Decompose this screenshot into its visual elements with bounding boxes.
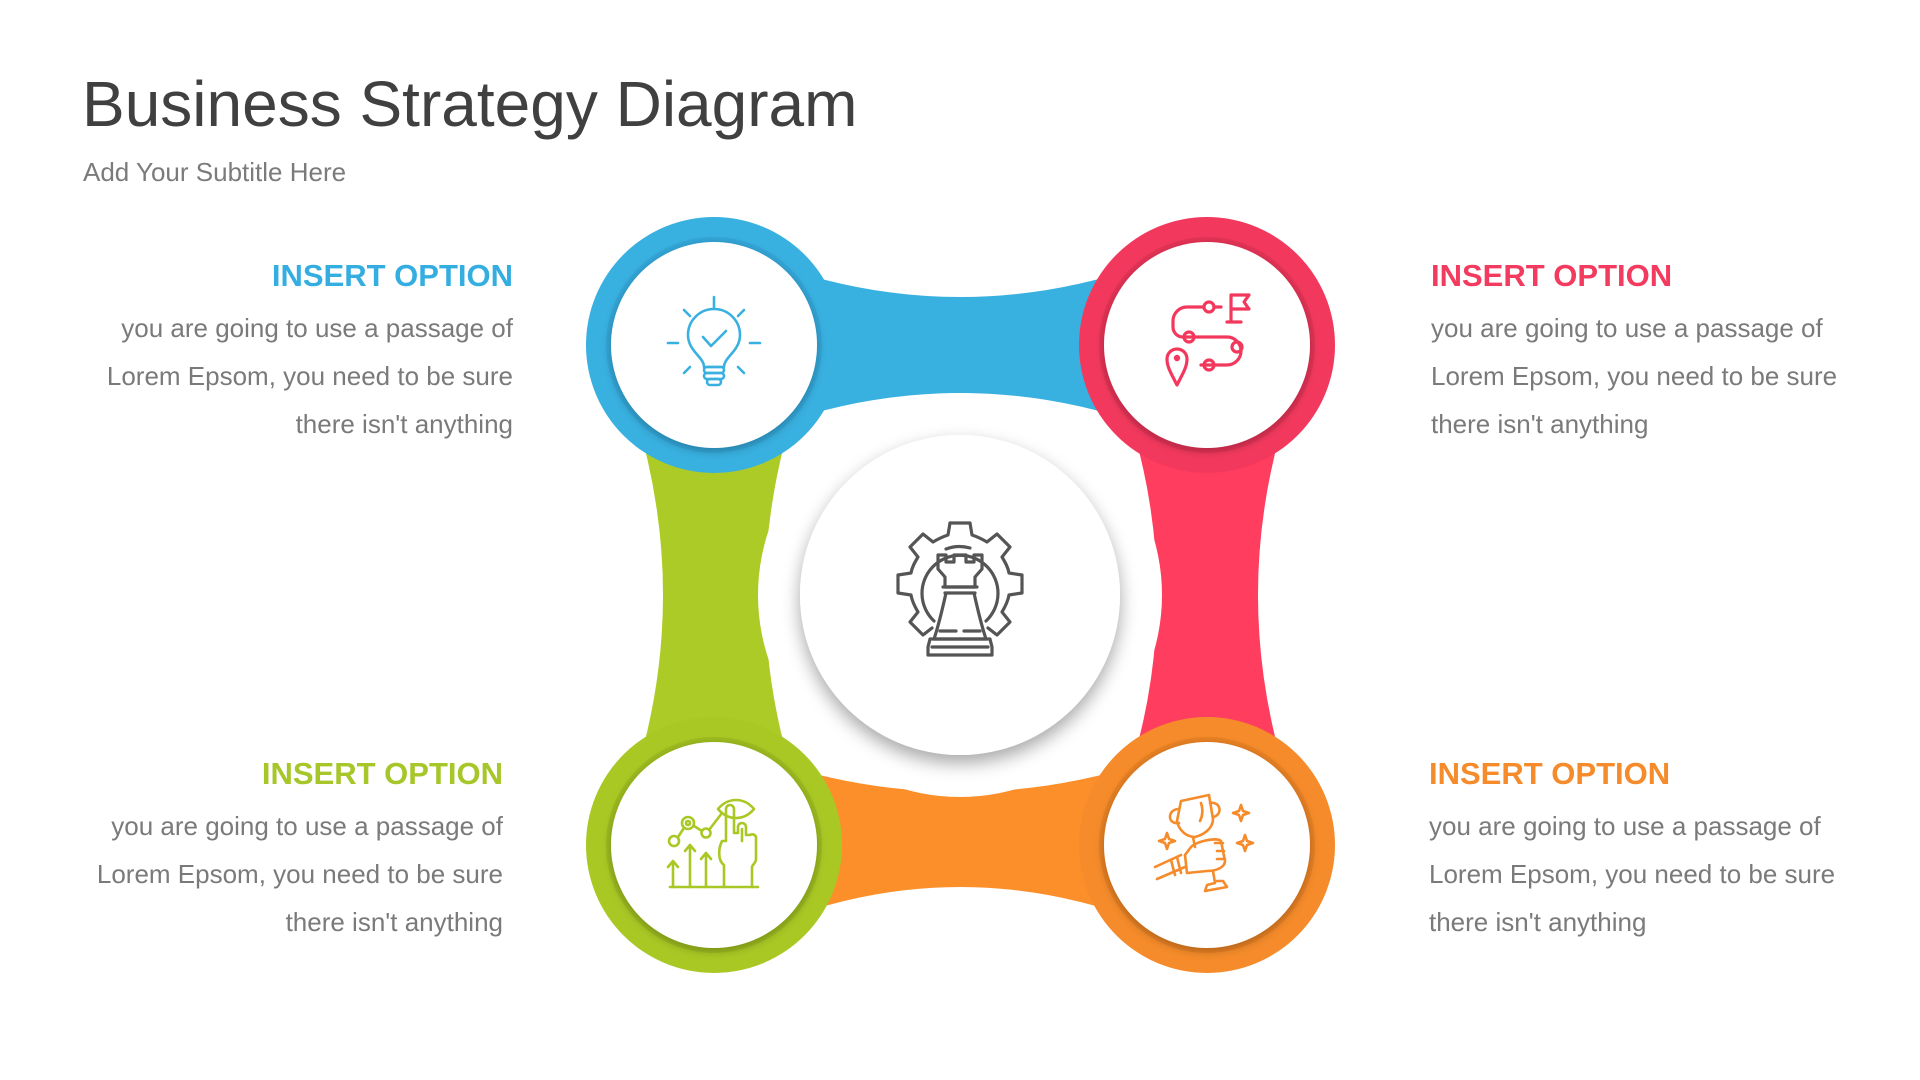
ring-bottom-right	[1079, 717, 1335, 973]
center-circle	[800, 435, 1120, 755]
option-text-line: you are going to use a passage of	[1429, 811, 1821, 841]
option-text-line: Lorem Epsom, you need to be sure	[96, 859, 503, 889]
option-text-line: you are going to use a passage of	[121, 313, 513, 343]
trophy-hand-icon	[1153, 793, 1255, 893]
option-text-line: there isn't anything	[1429, 907, 1647, 937]
route-map-flag-icon	[1165, 293, 1251, 387]
option-text-line: there isn't anything	[1431, 409, 1649, 439]
option-text-line: Lorem Epsom, you need to be sure	[1431, 361, 1838, 391]
option-heading: INSERT OPTION	[271, 258, 513, 293]
connector-band-right	[1103, 345, 1311, 845]
connector-band-top	[714, 240, 1207, 450]
ring-top-right	[1079, 217, 1335, 473]
option-text-line: you are going to use a passage of	[111, 811, 503, 841]
ring-bottom-left	[586, 717, 842, 973]
option-text-line: Lorem Epsom, you need to be sure	[1429, 859, 1836, 889]
lightbulb-check-icon	[666, 295, 762, 387]
slide-title: Business Strategy Diagram	[82, 68, 858, 140]
option-block-bottom-right: INSERT OPTION you are going to use a pas…	[1429, 754, 1889, 946]
option-text-line: there isn't anything	[295, 409, 513, 439]
option-text-line: you are going to use a passage of	[1431, 313, 1823, 343]
connector-band-bottom	[714, 740, 1207, 950]
option-heading: INSERT OPTION	[1429, 756, 1671, 791]
option-text-line: there isn't anything	[285, 907, 503, 937]
growth-chart-hand-eye-icon	[666, 798, 760, 889]
connector-band-left	[610, 345, 818, 845]
option-text-line: Lorem Epsom, you need to be sure	[106, 361, 513, 391]
option-block-top-left: INSERT OPTION you are going to use a pas…	[53, 256, 513, 448]
slide-subtitle: Add Your Subtitle Here	[83, 157, 347, 187]
ring-top-left	[586, 217, 842, 473]
option-block-bottom-left: INSERT OPTION you are going to use a pas…	[43, 754, 503, 946]
option-heading: INSERT OPTION	[261, 756, 503, 791]
option-heading: INSERT OPTION	[1431, 258, 1673, 293]
option-block-top-right: INSERT OPTION you are going to use a pas…	[1431, 256, 1891, 448]
chess-rook-gear-icon	[896, 521, 1024, 657]
